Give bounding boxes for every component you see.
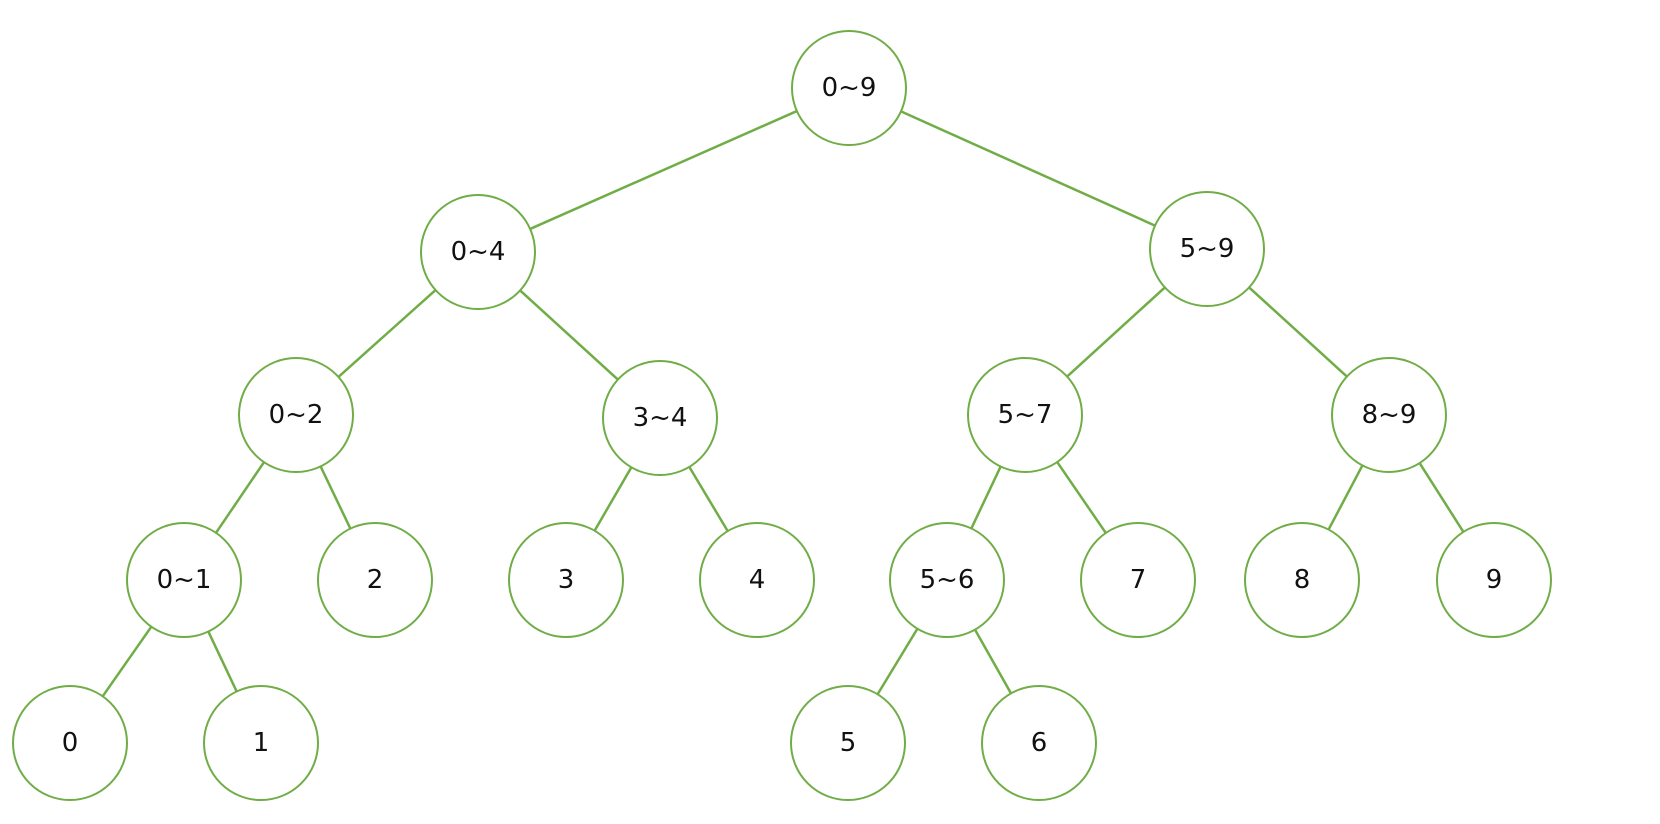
tree-node-n57: 5~7: [967, 357, 1083, 473]
tree-node-n4: 4: [699, 522, 815, 638]
edge-n34-n3: [593, 466, 633, 532]
edge-n02-n2: [319, 465, 352, 530]
node-label: 5~6: [920, 565, 975, 595]
node-circle: [1331, 357, 1447, 473]
tree-node-n56: 5~6: [889, 522, 1005, 638]
node-label: 8~9: [1362, 400, 1417, 430]
node-circle: [238, 357, 354, 473]
node-label: 3: [558, 565, 575, 595]
node-circle: [1149, 191, 1265, 307]
node-label: 8: [1294, 565, 1311, 595]
node-circle: [699, 522, 815, 638]
tree-node-n8: 8: [1244, 522, 1360, 638]
tree-node-n5: 5: [790, 685, 906, 801]
edge-n09-n59: [900, 110, 1156, 227]
node-circle: [126, 522, 242, 638]
tree-node-n09: 0~9: [791, 30, 907, 146]
edge-n09-n04: [529, 109, 798, 231]
tree-node-n01: 0~1: [126, 522, 242, 638]
node-label: 0~4: [451, 237, 506, 267]
tree-node-n04: 0~4: [420, 194, 536, 310]
node-circle: [317, 522, 433, 638]
node-label: 6: [1031, 728, 1048, 758]
edge-n59-n57: [1066, 286, 1166, 378]
edge-n01-n1: [207, 631, 238, 692]
node-circle: [203, 685, 319, 801]
node-label: 5~9: [1180, 234, 1235, 264]
node-label: 0~1: [157, 565, 212, 595]
node-circle: [790, 685, 906, 801]
node-label: 0~9: [822, 73, 877, 103]
node-label: 2: [367, 565, 384, 595]
node-circle: [602, 360, 718, 476]
edge-n89-n8: [1327, 464, 1364, 531]
edge-n89-n9: [1418, 462, 1465, 533]
edge-n56-n5: [876, 628, 919, 695]
tree-node-n1: 1: [203, 685, 319, 801]
tree-node-n2: 2: [317, 522, 433, 638]
node-label: 4: [749, 565, 766, 595]
edges-layer: [101, 109, 1465, 698]
tree-node-n3: 3: [508, 522, 624, 638]
node-label: 0: [62, 728, 79, 758]
tree-node-n0: 0: [12, 685, 128, 801]
node-label: 1: [253, 728, 270, 758]
node-circle: [1436, 522, 1552, 638]
nodes-layer: 0~9 0~4 5~9 0~2 3~4 5~7 8~9 0~1 2 3 4 5~6 7 8 9 0 1 5 6: [12, 30, 1552, 801]
tree-node-n7: 7: [1080, 522, 1196, 638]
edge-n59-n89: [1248, 286, 1348, 378]
node-circle: [1080, 522, 1196, 638]
node-label: 9: [1486, 565, 1503, 595]
node-circle: [1244, 522, 1360, 638]
node-label: 0~2: [269, 400, 324, 430]
edge-n04-n34: [519, 289, 619, 381]
node-label: 5~7: [998, 400, 1053, 430]
edge-n56-n6: [973, 629, 1013, 694]
tree-node-n89: 8~9: [1331, 357, 1447, 473]
node-circle: [981, 685, 1097, 801]
node-circle: [508, 522, 624, 638]
node-label: 7: [1130, 565, 1147, 595]
edge-n01-n0: [101, 625, 153, 698]
tree-node-n59: 5~9: [1149, 191, 1265, 307]
tree-node-n34: 3~4: [602, 360, 718, 476]
tree-node-n9: 9: [1436, 522, 1552, 638]
edge-n57-n7: [1056, 461, 1107, 534]
tree-node-n02: 0~2: [238, 357, 354, 473]
node-circle: [791, 30, 907, 146]
edge-n02-n01: [214, 461, 266, 534]
node-circle: [967, 357, 1083, 473]
node-label: 3~4: [633, 403, 688, 433]
node-circle: [420, 194, 536, 310]
edge-n57-n56: [970, 465, 1002, 530]
tree-node-n6: 6: [981, 685, 1097, 801]
node-label: 5: [840, 728, 857, 758]
node-circle: [12, 685, 128, 801]
edge-n34-n4: [688, 466, 729, 532]
edge-n04-n02: [337, 289, 437, 378]
node-circle: [889, 522, 1005, 638]
